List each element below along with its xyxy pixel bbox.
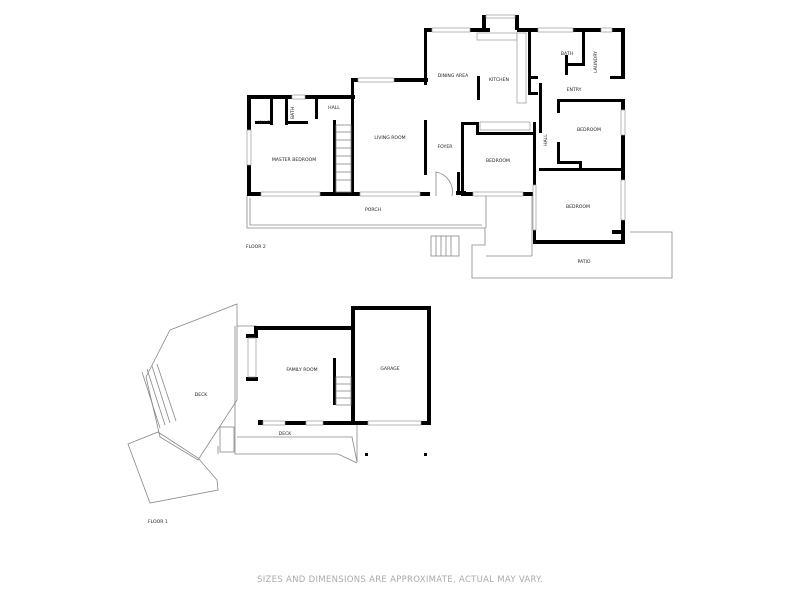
walls-floor-1 (246, 306, 431, 456)
floor-2-title: FLOOR 2 (246, 244, 266, 250)
porch-outline (246, 195, 673, 279)
room-label-master-bedroom: MASTER BEDROOM (272, 157, 316, 163)
floor-2: W.I.C. BATH HALL MASTER BEDROOM LIVING R… (246, 14, 673, 279)
room-label-living-room: LIVING ROOM (374, 135, 405, 141)
deck-stairs (141, 363, 235, 453)
room-label-hall: HALL (543, 134, 549, 146)
room-label-master-hall: HALL (328, 105, 340, 111)
room-label-bath: BATH (561, 51, 573, 57)
room-label-bedroom-lower-right: BEDROOM (566, 204, 590, 210)
room-label-laundry: LAUNDRY (593, 51, 599, 73)
room-label-patio: PATIO (577, 259, 590, 265)
floor-1: DECK FAMILY ROOM GARAGE DECK FLOOR 1 (127, 303, 431, 525)
room-label-master-bath: BATH (290, 107, 296, 119)
room-label-deck-left: DECK (195, 392, 209, 398)
walls-floor-2 (247, 15, 625, 244)
windows-floor-2 (246, 14, 626, 231)
kitchen-counters (476, 32, 531, 131)
windows-floor-1 (247, 337, 422, 426)
room-label-kitchen: KITCHEN (489, 77, 509, 83)
room-label-wic: W.I.C. (259, 120, 272, 126)
room-label-dining-area: DINING AREA (438, 73, 469, 79)
room-label-foyer: FOYER (438, 144, 454, 150)
room-label-bedroom-upper-right: BEDROOM (577, 127, 601, 133)
front-door (435, 171, 453, 197)
room-label-porch: PORCH (365, 207, 381, 213)
floor-1-title: FLOOR 1 (148, 519, 168, 525)
porch-stairs (430, 235, 460, 257)
room-label-entry: ENTRY (567, 87, 582, 93)
room-label-garage: GARAGE (380, 366, 399, 372)
room-label-family-room: FAMILY ROOM (286, 367, 317, 373)
family-room-stairs (335, 376, 352, 406)
deck-outlines (127, 303, 358, 504)
disclaimer-text: SIZES AND DIMENSIONS ARE APPROXIMATE, AC… (257, 575, 543, 585)
interior-stairs (335, 124, 352, 193)
room-label-bedroom-center: BEDROOM (486, 158, 510, 164)
room-label-deck-front: DECK (279, 431, 293, 437)
